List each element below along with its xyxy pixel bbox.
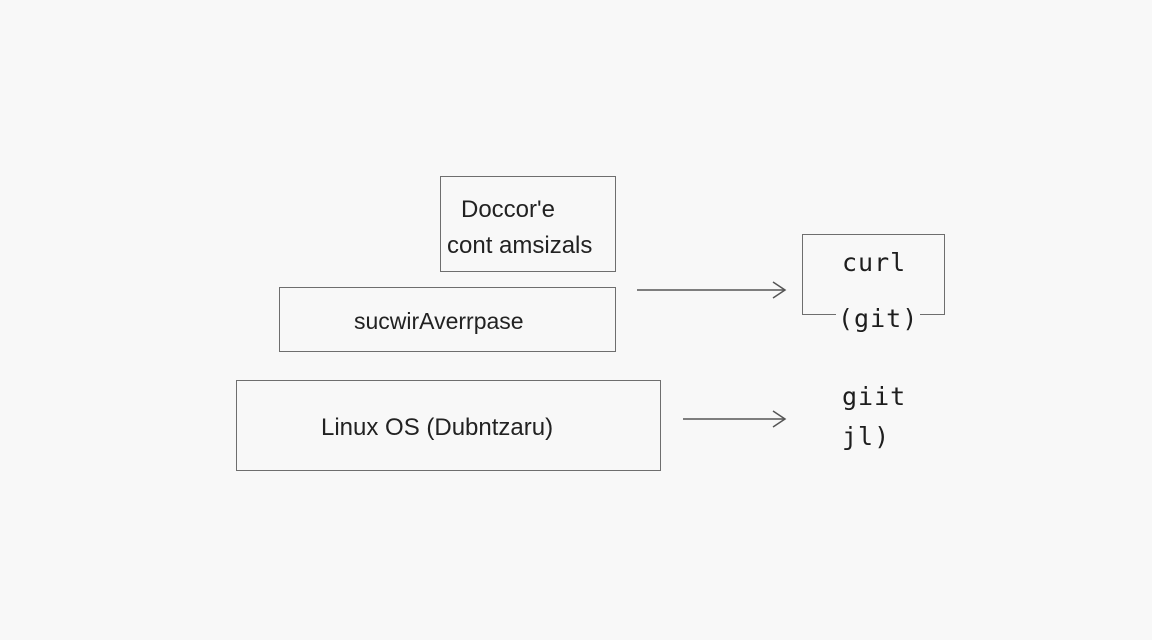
- container-layer-label-line2: cont amsizals: [447, 232, 593, 259]
- os-layer-box: [236, 380, 661, 471]
- upper-arrow: [637, 281, 787, 299]
- os-layer-label: Linux OS (Dubntzaru): [321, 414, 554, 441]
- tools-free-line1: giit: [842, 382, 907, 411]
- lower-arrow: [683, 410, 787, 428]
- container-layer-label-line1: Doccor'e: [461, 196, 555, 223]
- tools-box-line2: (git): [836, 304, 921, 333]
- tools-free-line2: jl): [842, 422, 891, 451]
- software-layer-box: [279, 287, 616, 352]
- tools-box-line1: curl: [842, 248, 907, 277]
- software-layer-label: sucwirAverrpase: [354, 308, 524, 334]
- container-layer-box: [440, 176, 616, 272]
